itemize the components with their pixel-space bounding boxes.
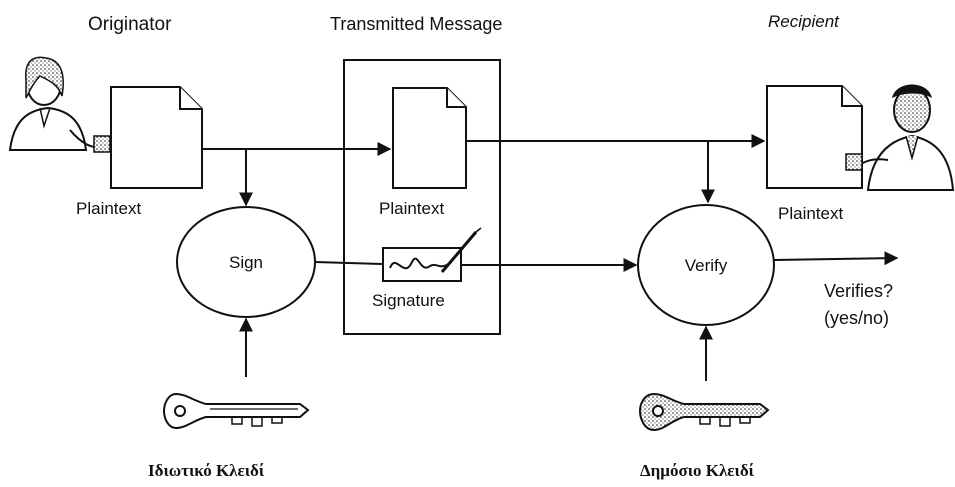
sign-to-signature-line: [314, 261, 384, 265]
transmitted-document-fold: [446, 88, 466, 108]
private-key-icon: [162, 392, 310, 430]
originator-heading: Originator: [88, 14, 172, 35]
recipient-document-fold: [841, 86, 862, 107]
transmitted-plaintext-document: [392, 87, 467, 189]
recipient-plaintext-label: Plaintext: [778, 204, 843, 223]
originator-person-icon: [8, 56, 111, 153]
public-key-icon: [638, 392, 770, 432]
verify-label: Verify: [685, 256, 728, 275]
originator-plaintext-label: Plaintext: [76, 199, 141, 218]
transmitted-message-heading: Transmitted Message: [330, 14, 502, 34]
sign-label: Sign: [229, 253, 263, 272]
verifies-question: Verifies?: [824, 281, 893, 301]
private-key-label: Ιδιωτικό Κλειδί: [148, 461, 265, 480]
public-key-label: Δημόσιο Κλειδί: [640, 461, 755, 480]
recipient-plaintext-document: [766, 85, 863, 189]
verifies-yes-no: (yes/no): [824, 308, 889, 328]
recipient-person-icon: [845, 84, 955, 191]
recipient-heading: Recipient: [768, 12, 840, 31]
verify-process-node: [637, 204, 775, 326]
signature-label: Signature: [372, 291, 445, 310]
transmitted-message-box: [343, 59, 501, 335]
transmitted-plaintext-label: Plaintext: [379, 199, 444, 218]
originator-document-fold: [179, 87, 202, 110]
verify-output-arrow: [773, 251, 899, 266]
signature-icon: [382, 227, 482, 282]
